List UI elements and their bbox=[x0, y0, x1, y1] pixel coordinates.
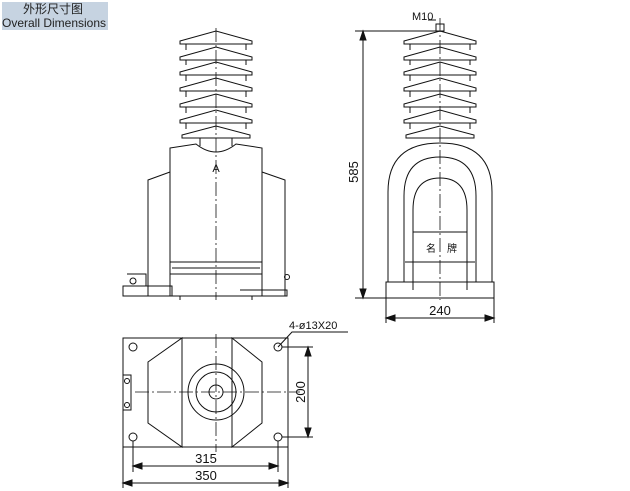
nameplate-char-1: 名 bbox=[426, 242, 436, 255]
width-label: 240 bbox=[429, 303, 451, 318]
section-marker-a: A bbox=[212, 163, 220, 175]
holes-leader bbox=[277, 331, 348, 348]
top-view: 4-ø13X20 200 315 350 bbox=[121, 320, 348, 488]
holes-label: 4-ø13X20 bbox=[289, 320, 337, 332]
nameplate-char-2: 牌 bbox=[447, 242, 457, 255]
top-bolt bbox=[435, 23, 445, 32]
front-view: A bbox=[122, 28, 290, 300]
hole-spacing-label: 315 bbox=[195, 451, 217, 466]
front-body bbox=[122, 143, 290, 300]
side-insulator-sheds bbox=[403, 30, 477, 139]
top-base-plate bbox=[122, 336, 289, 449]
title-box: 外形尺寸图 Overall Dimensions bbox=[2, 2, 108, 30]
height-label: 585 bbox=[346, 161, 361, 183]
base-length-dimension bbox=[121, 447, 290, 488]
depth-dimension bbox=[282, 345, 313, 439]
height-dimension bbox=[355, 29, 436, 300]
title-chinese: 外形尺寸图 bbox=[23, 2, 84, 16]
bolt-label: M10 bbox=[412, 11, 433, 23]
depth-label: 200 bbox=[293, 381, 308, 403]
side-view: M10 名 牌 585 240 bbox=[346, 11, 496, 323]
front-insulator-sheds bbox=[179, 30, 253, 146]
title-english: Overall Dimensions bbox=[2, 16, 107, 30]
base-length-label: 350 bbox=[195, 468, 217, 483]
hole-spacing-dimension bbox=[131, 441, 280, 472]
width-dimension bbox=[384, 298, 496, 323]
